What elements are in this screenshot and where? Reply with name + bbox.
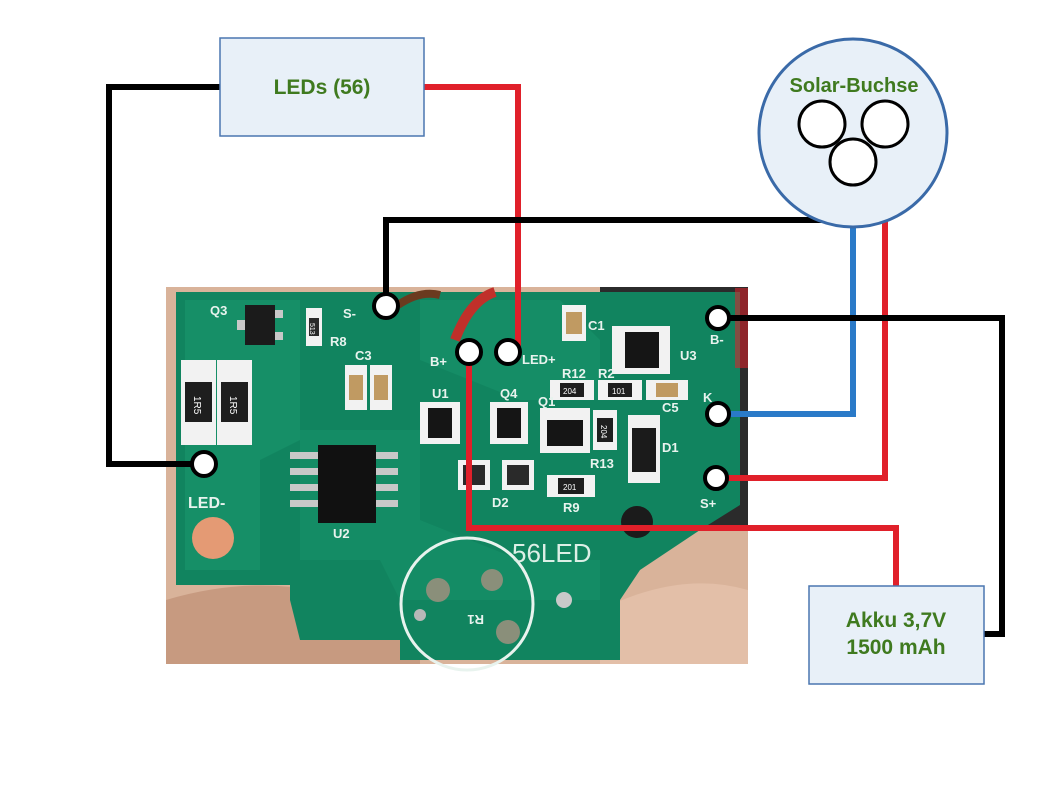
q3-chip [245, 305, 275, 345]
photo-wire-red [450, 287, 497, 342]
res-1r5-a [185, 382, 212, 422]
label-r1: R1 [467, 612, 484, 627]
label-d1: D1 [662, 440, 679, 455]
q4-chip [497, 408, 521, 438]
r8-resistor [309, 318, 319, 336]
solar-socket-circle [757, 37, 949, 229]
solar-pin-right [860, 99, 910, 149]
leds-box: LEDs (56) [219, 37, 425, 137]
terminal-s-minus [372, 292, 400, 320]
label-res-513: 513 [308, 323, 315, 335]
res-1r5-b [221, 382, 248, 422]
mounting-hole-right [621, 506, 653, 538]
label-r12: R12 [562, 366, 586, 381]
terminal-s-plus [703, 465, 729, 491]
wire-k [718, 185, 856, 417]
d2-b [507, 465, 529, 485]
label-res-101: 101 [612, 387, 626, 396]
label-u1: U1 [432, 386, 449, 401]
solar-socket: Solar-Buchse [757, 37, 949, 229]
label-c5: C5 [662, 400, 679, 415]
r9-res [558, 478, 584, 494]
d1-diode [632, 428, 656, 472]
r13-res [597, 418, 613, 442]
leds-box-frame [219, 37, 425, 137]
photo-wire-stub [735, 288, 748, 368]
label-r8: R8 [330, 334, 347, 349]
q3-pin [237, 320, 245, 330]
label-s-plus: S+ [700, 496, 717, 511]
label-r13: R13 [590, 456, 614, 471]
solar-socket-label: Solar-Buchse [790, 75, 919, 97]
label-led-plus: LED+ [522, 352, 556, 367]
leds-box-label: LEDs (56) [274, 76, 371, 99]
akku-box-line2: 1500 mAh [846, 636, 945, 659]
u2-pins [290, 452, 398, 507]
q1-chip [547, 420, 583, 446]
led-solder-3 [496, 620, 520, 644]
label-s-minus: S- [343, 306, 356, 321]
wire-led-minus [106, 84, 220, 467]
label-q1: Q1 [538, 394, 555, 409]
wire-b-minus [718, 315, 1005, 637]
label-res-204-b: 204 [599, 425, 608, 439]
label-u2: U2 [333, 526, 350, 541]
wire-s-plus [716, 146, 888, 481]
led-footprint [399, 536, 535, 672]
label-u3: U3 [680, 348, 697, 363]
test-pad [556, 592, 572, 608]
pcb-photo: Q3 R8 S- C3 C1 LED+ B+ U1 Q4 Q1 R12 R2 U… [166, 287, 748, 672]
terminals [190, 292, 731, 491]
wire-b-plus [466, 352, 899, 586]
q3-pin [275, 310, 283, 318]
label-res-204-a: 204 [563, 387, 577, 396]
terminal-k [705, 401, 731, 427]
label-q3: Q3 [210, 303, 227, 318]
akku-box-frame [808, 585, 985, 685]
solar-pin-center [828, 137, 878, 187]
wire-s-minus [383, 145, 825, 306]
label-c1: C1 [588, 318, 605, 333]
solar-pin-left [797, 99, 847, 149]
label-c3: C3 [355, 348, 372, 363]
label-led-minus: LED- [188, 495, 225, 512]
q3-pin [275, 332, 283, 340]
terminal-led-plus [494, 338, 522, 366]
r2-res [608, 383, 632, 397]
wire-led-plus [424, 84, 521, 352]
mounting-hole-left [192, 517, 234, 559]
label-b-plus: B+ [430, 354, 447, 369]
led-solder-1 [426, 578, 450, 602]
c3-cap-a [349, 375, 363, 400]
label-res-1r5-b: 1R5 [227, 396, 238, 415]
u2-chip [318, 445, 376, 523]
label-res-1r5-a: 1R5 [191, 396, 202, 415]
led-solder-4 [414, 609, 426, 621]
label-b-minus: B- [710, 332, 724, 347]
label-q4: Q4 [500, 386, 518, 401]
label-56led: 56LED [512, 538, 592, 568]
u3-chip [625, 332, 659, 368]
terminal-b-minus [705, 305, 731, 331]
label-d2: D2 [492, 495, 509, 510]
label-r2: R2 [598, 366, 615, 381]
label-k: K [703, 390, 713, 405]
akku-box-line1: Akku 3,7V [846, 609, 946, 632]
finger-right [600, 583, 748, 664]
photo-wire-brown [395, 289, 441, 309]
u1-chip [428, 408, 452, 438]
terminal-b-plus [455, 338, 483, 366]
akku-box: Akku 3,7V 1500 mAh [808, 585, 985, 685]
terminal-led-minus [190, 450, 218, 478]
led-solder-2 [481, 569, 503, 591]
label-r9: R9 [563, 500, 580, 515]
r12-res [560, 383, 584, 397]
label-res-201: 201 [563, 483, 577, 492]
c1-cap [566, 312, 582, 334]
c5-cap [656, 383, 678, 397]
c3-cap-b [374, 375, 388, 400]
